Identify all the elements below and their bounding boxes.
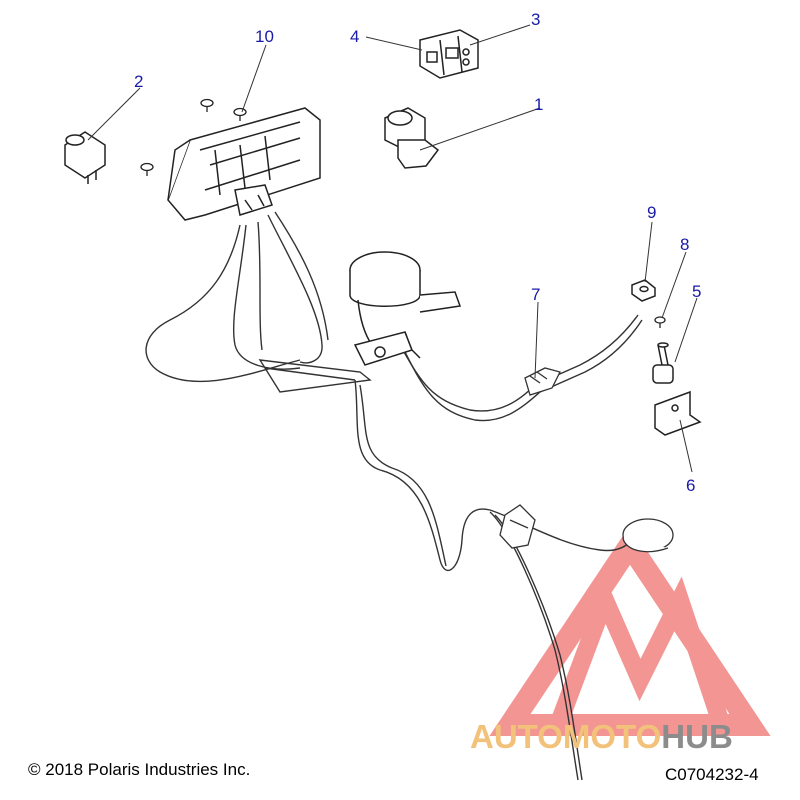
- part-6-bracket: [654, 390, 702, 436]
- callout-3: 3: [531, 10, 540, 29]
- watermark-brand-part2: HUB: [661, 718, 733, 755]
- watermark-brand-part1: AUTOMOTO: [470, 718, 662, 755]
- screw-set: [140, 98, 247, 176]
- watermark-logo: [489, 525, 771, 736]
- watermark-brand: AUTOMOTOHUB: [470, 718, 733, 756]
- part-8-screw: [654, 316, 666, 328]
- callout-9: 9: [647, 203, 656, 222]
- part-9-nut: [631, 279, 656, 302]
- copyright-notice: © 2018 Polaris Industries Inc.: [28, 760, 251, 779]
- callout-10: 10: [255, 27, 274, 46]
- sensor-pad: [622, 518, 674, 553]
- harness-clip: [524, 367, 561, 396]
- part-5-terminal: [652, 342, 674, 384]
- drawing-code: C0704232-4: [665, 765, 759, 784]
- part-3-4-switch-block: [419, 29, 479, 79]
- callout-7: 7: [531, 285, 540, 304]
- callout-4: 4: [350, 27, 359, 46]
- harness-connector: [499, 504, 536, 549]
- leader-lines: [87, 24, 698, 473]
- callout-6: 6: [686, 476, 695, 495]
- callout-8: 8: [680, 235, 689, 254]
- part-2-component: [64, 131, 106, 184]
- callout-1: 1: [534, 95, 543, 114]
- part-1-ignition-switch: [384, 107, 440, 169]
- wiring-harness: [145, 211, 643, 781]
- callout-5: 5: [692, 282, 701, 301]
- callout-2: 2: [134, 72, 143, 91]
- dashboard-display: [167, 107, 321, 221]
- callout-labels: 1 2 3 4 5 6 7 8 9 10: [134, 10, 701, 495]
- horn-assembly: [349, 251, 462, 366]
